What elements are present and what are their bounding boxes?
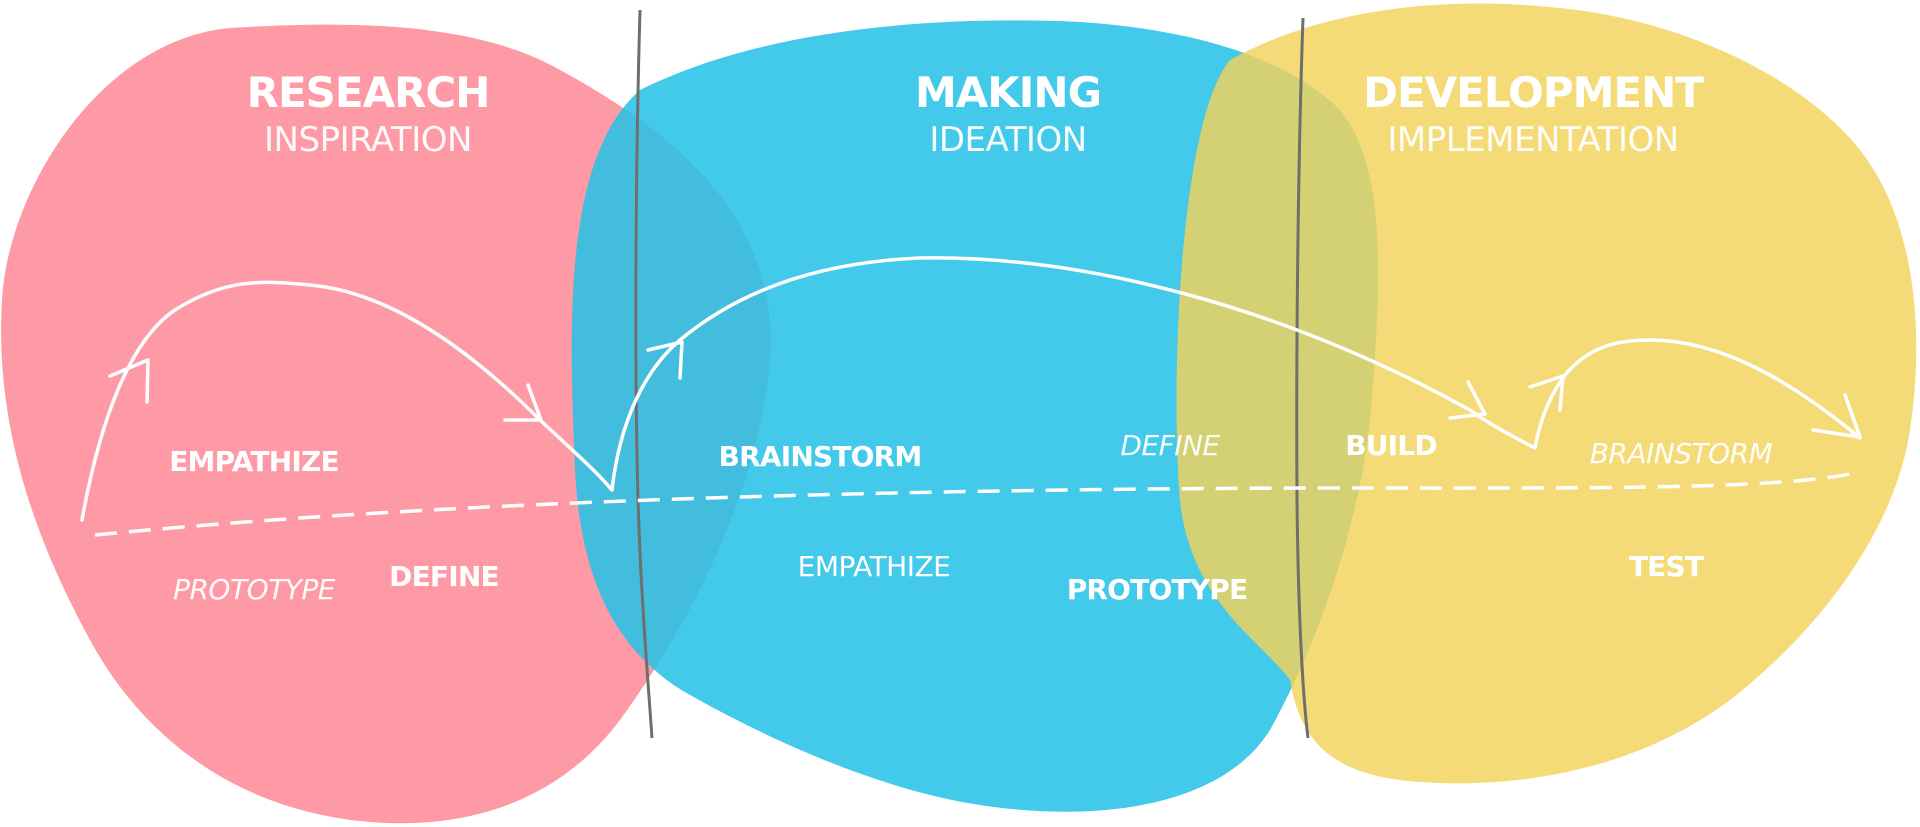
research-blob: [1, 24, 771, 824]
step-build-development: BUILD: [1345, 429, 1437, 462]
arrowhead-1: [108, 358, 150, 404]
phase-subtitle-development: IMPLEMENTATION: [1387, 120, 1679, 160]
step-test-development: TEST: [1628, 550, 1704, 583]
phase-title-research: RESEARCH: [246, 68, 491, 117]
step-prototype-making: PROTOTYPE: [1066, 573, 1248, 606]
arrowhead-5: [1528, 374, 1565, 412]
phase-subtitle-making: IDEATION: [929, 120, 1087, 160]
step-brainstorm-making: BRAINSTORM: [718, 440, 923, 473]
divider-line-2: [1295, 17, 1310, 739]
development-blob: [1176, 3, 1917, 784]
divider-line-1: [634, 9, 654, 739]
arrowhead-4: [1448, 380, 1487, 420]
process-curve: [80, 256, 1862, 522]
step-brainstorm-development: BRAINSTORM: [1589, 437, 1773, 470]
making-blob: [571, 20, 1379, 812]
step-empathize-making: EMPATHIZE: [797, 550, 951, 583]
phase-subtitle-research: INSPIRATION: [264, 120, 472, 160]
step-define-making: DEFINE: [1120, 429, 1220, 462]
arrowhead-6: [1811, 393, 1862, 439]
step-empathize-research: EMPATHIZE: [169, 445, 339, 478]
step-define-research: DEFINE: [389, 560, 499, 593]
step-prototype-research: PROTOTYPE: [173, 573, 335, 606]
arrowhead-3: [646, 340, 684, 380]
phase-title-development: DEVELOPMENT: [1363, 68, 1704, 117]
phase-title-making: MAKING: [914, 68, 1102, 117]
arrowhead-2: [503, 383, 543, 422]
